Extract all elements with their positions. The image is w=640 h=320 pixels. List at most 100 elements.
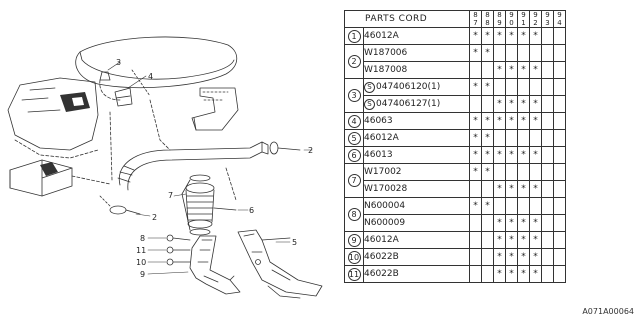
ref-number-cell: 8 (344, 197, 364, 232)
clamp-left (99, 195, 141, 215)
year-applicability-cell: * (493, 112, 506, 130)
diagram-code: A071A00064 (582, 307, 634, 316)
year-applicability-cell (541, 197, 554, 215)
year-applicability-cell (517, 78, 530, 96)
resonator-box (9, 159, 111, 197)
ref-number: 9 (347, 233, 361, 247)
callout-9: 9 (140, 270, 145, 279)
callout-5: 5 (292, 238, 297, 247)
part-number-cell: W17002 (363, 163, 470, 181)
year-applicability-cell (541, 61, 554, 79)
year-applicability-cell (517, 197, 530, 215)
bolts-8-10-11 (166, 234, 261, 266)
ref-number-cell: 1 (344, 27, 364, 45)
duct-9 (189, 235, 241, 295)
year-applicability-cell (553, 231, 566, 249)
engine-outline (7, 77, 99, 159)
year-digit-top: 9 (557, 11, 562, 19)
year-applicability-cell: * (529, 27, 542, 45)
year-applicability-cell: * (517, 61, 530, 79)
part-number-cell: 46012A (363, 27, 470, 45)
year-applicability-cell: * (505, 95, 518, 113)
year-applicability-cell: * (505, 180, 518, 198)
table-row: N600009**** (345, 214, 566, 232)
year-applicability-cell: * (517, 146, 530, 164)
part-number: W187008 (364, 65, 408, 75)
year-applicability-cell: * (469, 146, 482, 164)
year-applicability-cell (481, 265, 494, 283)
year-digit-top: 9 (533, 11, 538, 19)
year-applicability-cell (481, 248, 494, 266)
year-applicability-cell (469, 95, 482, 113)
year-applicability-cell (541, 95, 554, 113)
year-applicability-cell: * (493, 265, 506, 283)
year-applicability-cell: * (517, 95, 530, 113)
part-number: 46012A (364, 133, 399, 143)
part-number: 047406120(1) (376, 82, 441, 92)
year-applicability-cell: * (505, 27, 518, 45)
intake-duct (191, 87, 239, 131)
year-applicability-cell (517, 163, 530, 181)
part-number: 46063 (364, 116, 393, 126)
year-applicability-cell: * (481, 44, 494, 62)
year-applicability-cell: * (529, 146, 542, 164)
year-digit-top: 9 (509, 11, 514, 19)
callout-2-right: 2 (308, 146, 313, 155)
year-applicability-cell: * (517, 112, 530, 130)
year-applicability-cell (469, 180, 482, 198)
year-applicability-cell: * (529, 180, 542, 198)
year-applicability-cell (517, 129, 530, 147)
part-number-cell: W170028 (363, 180, 470, 198)
year-applicability-cell (493, 129, 506, 147)
part-number: N600004 (364, 201, 406, 211)
year-applicability-cell (493, 163, 506, 181)
year-applicability-cell: * (469, 163, 482, 181)
year-digit-bottom: 7 (473, 19, 478, 27)
year-applicability-cell: * (529, 248, 542, 266)
year-applicability-cell: * (493, 180, 506, 198)
standard-part-mark: S (364, 98, 375, 110)
ref-number: 1 (347, 29, 361, 43)
year-applicability-cell (541, 146, 554, 164)
ref-number-cell: 2 (344, 44, 364, 79)
year-applicability-cell (553, 265, 566, 283)
part-number: W17002 (364, 167, 402, 177)
ref-number-cell: 11 (344, 265, 364, 283)
ref-number: 10 (347, 250, 361, 264)
year-applicability-cell: * (529, 231, 542, 249)
year-digit-bottom: 8 (485, 19, 490, 27)
year-applicability-cell: * (493, 248, 506, 266)
year-digit-top: 9 (521, 11, 526, 19)
part-number-cell: 46063 (363, 112, 470, 130)
year-applicability-cell (541, 163, 554, 181)
part-number-cell: N600009 (363, 214, 470, 232)
year-applicability-cell: * (493, 214, 506, 232)
year-applicability-cell: * (469, 27, 482, 45)
callout-4: 4 (148, 72, 153, 81)
part-number: W170028 (364, 184, 408, 194)
year-applicability-cell (469, 61, 482, 79)
year-applicability-cell (553, 146, 566, 164)
year-digit-top: 8 (497, 11, 502, 19)
year-applicability-cell (541, 265, 554, 283)
callout-3: 3 (116, 58, 121, 67)
year-applicability-cell: * (481, 112, 494, 130)
year-applicability-cell: * (517, 248, 530, 266)
parts-cord-header: PARTS CORD (344, 10, 470, 28)
year-applicability-cell: * (493, 61, 506, 79)
year-applicability-cell (553, 163, 566, 181)
year-applicability-cell (541, 78, 554, 96)
year-applicability-cell (553, 61, 566, 79)
year-applicability-cell (541, 231, 554, 249)
